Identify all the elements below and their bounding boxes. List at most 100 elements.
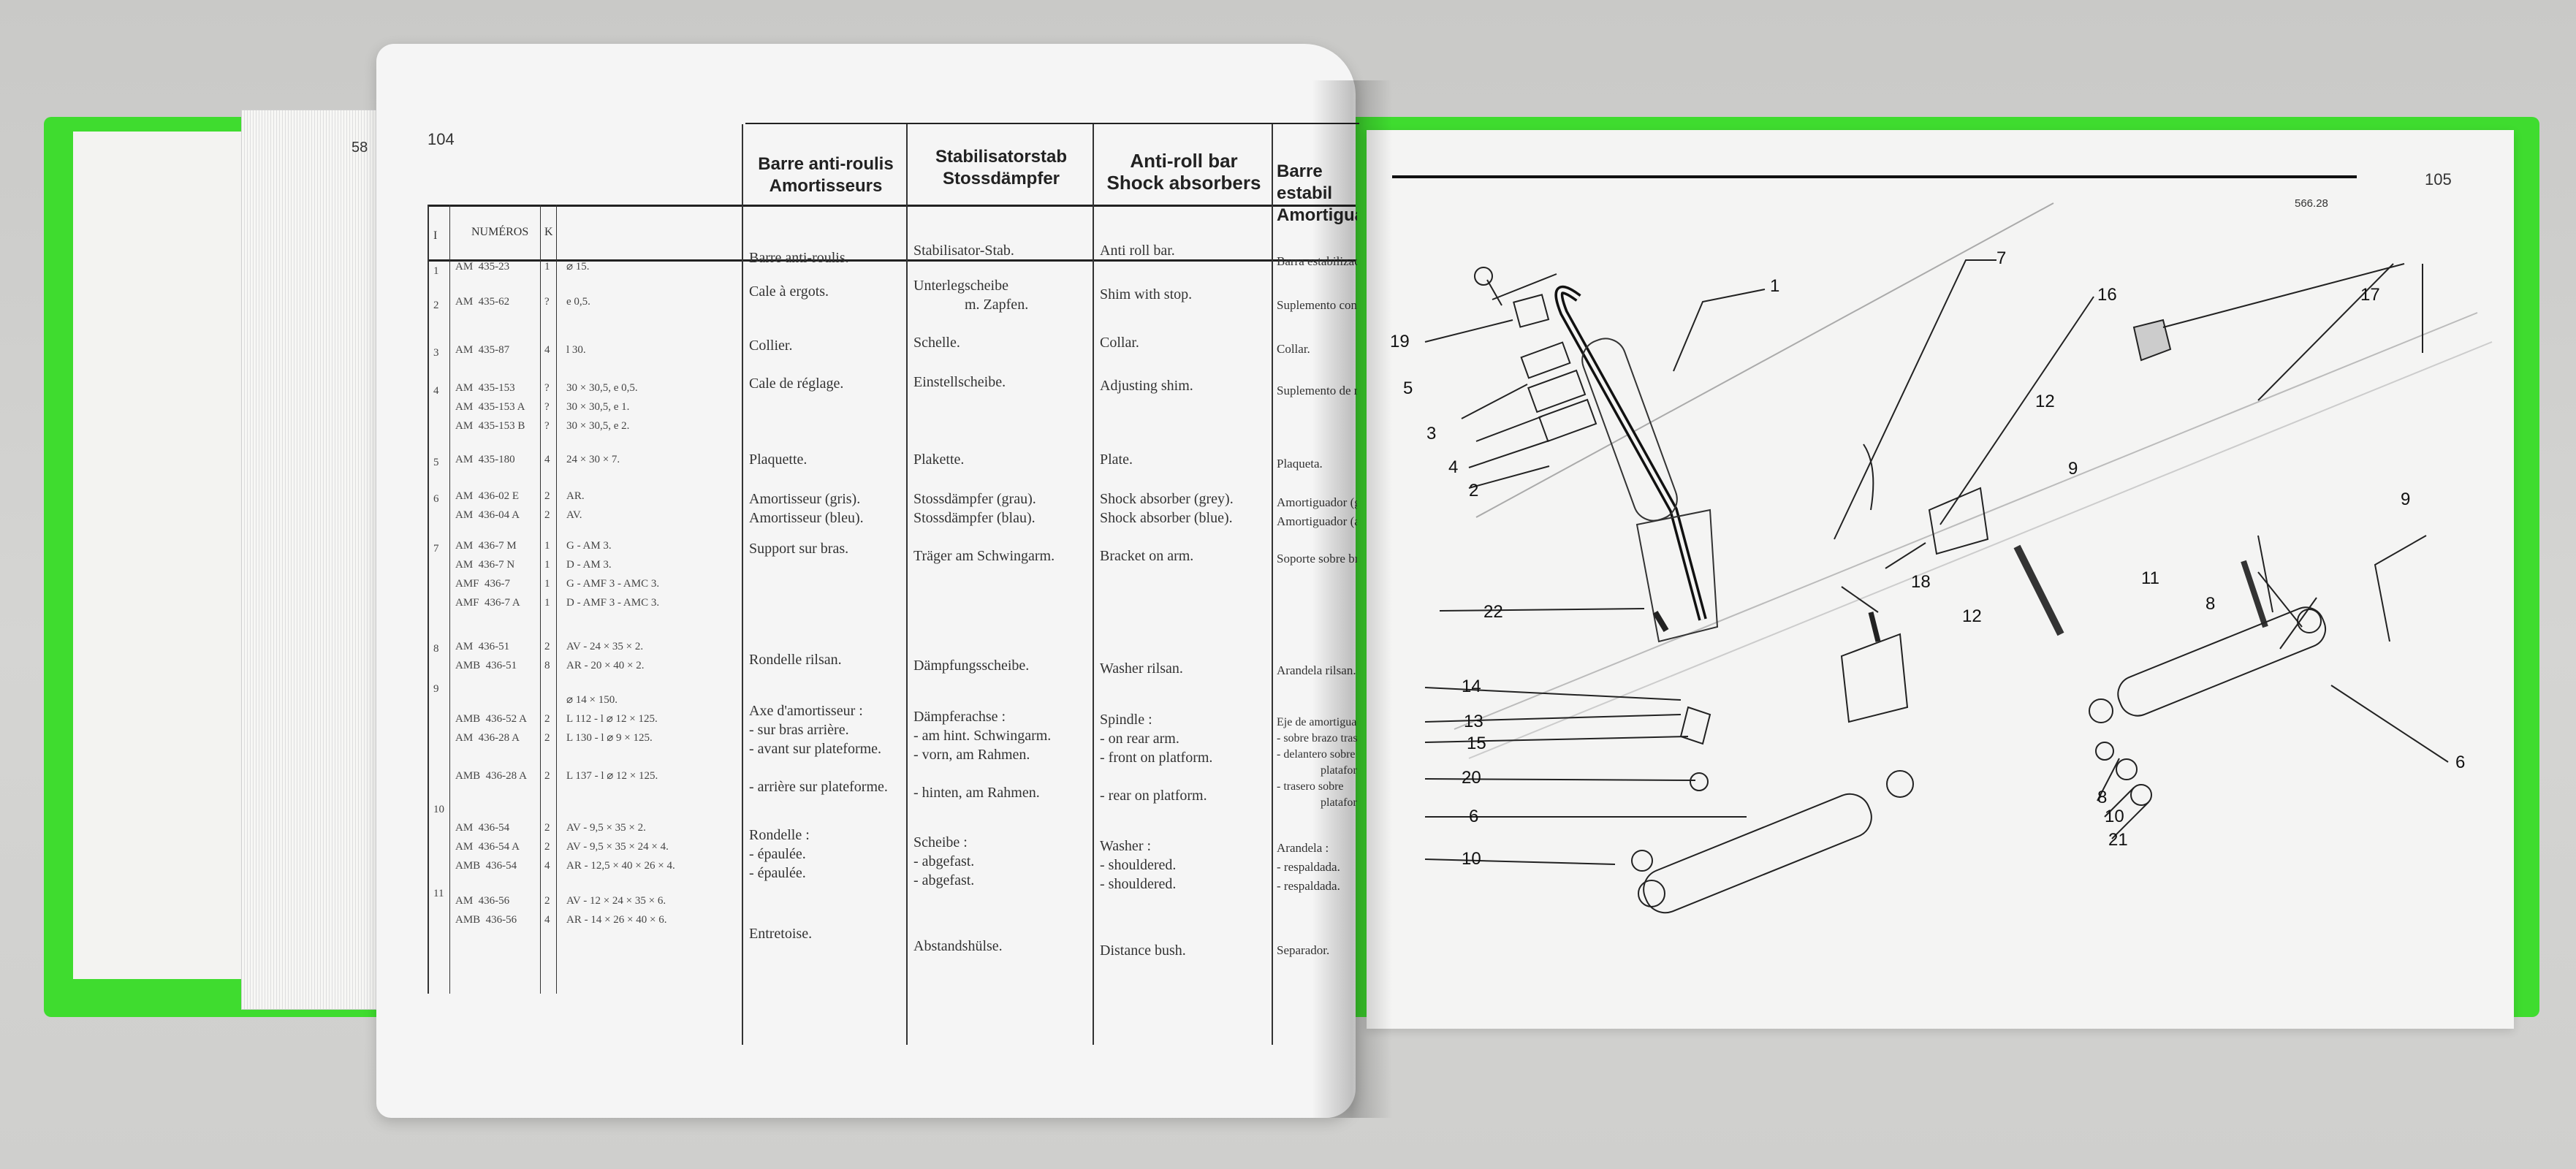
header-english: Anti-roll bar Shock absorbers [1106,150,1261,194]
part-screw [1652,610,1669,633]
leader-line [1475,416,1543,442]
callout-3: 3 [1426,424,1437,443]
shock-absorber-right [2117,606,2327,717]
callout-7: 7 [1996,248,2007,268]
leader-line [1468,465,1550,489]
header-french: Barre anti-roulis Amortisseurs [758,154,894,196]
part-spindle [2241,560,2268,628]
leader-line [2330,685,2449,763]
table-header-bottom-rule [428,259,1356,262]
leader-line [2257,571,2303,628]
callout-19: 19 [1390,332,1410,351]
leader-line [1424,736,1689,743]
part-washer [2095,742,2114,761]
leader-line [1424,778,1696,781]
callout-9-left: 9 [2068,459,2078,479]
callout-9-right: 9 [2401,490,2411,509]
leader-line [2111,801,2149,839]
leader-line [1939,296,2094,525]
leader-line [2162,263,2405,328]
col-divider-numeros [540,205,541,994]
callout-8-lower: 8 [2097,788,2108,807]
part-bump-stop [2132,319,2172,362]
arm-bracket [1635,509,1719,643]
exploded-diagram [1424,202,2493,914]
platform-line [1454,312,2478,730]
part-shim [1538,398,1597,443]
figure-reference: 566.28 [2295,197,2328,210]
left-page: 104 I NUMÉROS K Barre anti-roulis Amorti… [376,44,1359,1118]
callout-14: 14 [1462,677,1481,696]
part-bolt-head [1474,267,1493,286]
header-german: Stabilisatorstab Stossdämpfer [935,147,1068,189]
right-page-number: 105 [2425,170,2452,189]
part-washer [1631,850,1653,872]
leader-line [1439,608,1645,612]
leader-line [1424,687,1682,701]
callout-17: 17 [2360,285,2380,305]
col-divider-i [449,205,450,994]
leader-line [1492,273,1557,300]
col-divider-de [906,124,908,1045]
callout-10-right: 10 [2105,807,2124,826]
part-collar [1513,294,1550,328]
left-page-number: 104 [428,130,455,148]
col-divider-k [556,205,557,994]
leader-line [2257,263,2394,401]
shock-absorber-left [1643,793,1872,914]
part-nut [1690,772,1709,791]
anti-roll-bar [1557,288,1705,620]
part-spindle [2013,544,2064,636]
part-washer [2116,758,2138,780]
book-gutter-shadow [1312,80,1392,1118]
leader-line [1424,714,1682,723]
leader-line [2257,535,2273,613]
callout-5: 5 [1403,378,1413,398]
leader-line [1468,440,1550,468]
callout-8-upper: 8 [2205,594,2216,614]
callout-6-right: 6 [2455,753,2466,772]
leader-line [2279,597,2317,650]
leader-line [1885,542,1926,569]
callout-4: 4 [1448,457,1459,477]
leader-line [1841,586,1879,613]
part-bush [1886,770,1914,798]
part-clip [1863,443,1874,511]
leader-line [1834,259,1996,540]
right-page-header-rule [1392,175,2357,178]
callout-12-upper: 12 [2035,392,2055,411]
table-top-rule [745,123,1359,124]
callout-15: 15 [1467,734,1486,753]
col-divider-en [1093,124,1094,1045]
callout-18: 18 [1911,572,1931,592]
table-header-rule [428,205,1356,207]
header-i: I [433,229,438,242]
callout-21: 21 [2108,830,2128,850]
col-divider-es [1272,124,1273,1045]
right-page: 105 566.28 [1367,130,2514,1029]
edge-page-number: 58 [352,140,368,156]
part-support-upper [1928,487,1989,555]
inside-cover [73,132,248,979]
header-numeros: NUMÉROS [471,226,529,238]
part-bolt-shank [1486,279,1502,306]
col-divider-fr [742,124,743,1045]
callout-20: 20 [1462,768,1481,788]
guide-line [1475,202,2054,518]
platform-line [1468,341,2493,759]
callout-16: 16 [2097,285,2117,305]
callout-1: 1 [1770,276,1780,296]
callout-22: 22 [1483,602,1503,622]
part-bush [1638,880,1665,907]
leader-line [2097,758,2120,801]
leader-line [2374,535,2427,642]
header-spanish: Barre estabil Amortiguadore [1277,161,1357,225]
part-bolt [1868,612,1881,642]
part-support-lower [1840,633,1909,723]
table-left-border [428,205,429,994]
callout-6-left: 6 [1469,807,1479,826]
callout-2: 2 [1469,481,1479,500]
leader-line [1673,289,1766,372]
leader-line [1461,384,1528,419]
part-bush [2297,609,2322,633]
